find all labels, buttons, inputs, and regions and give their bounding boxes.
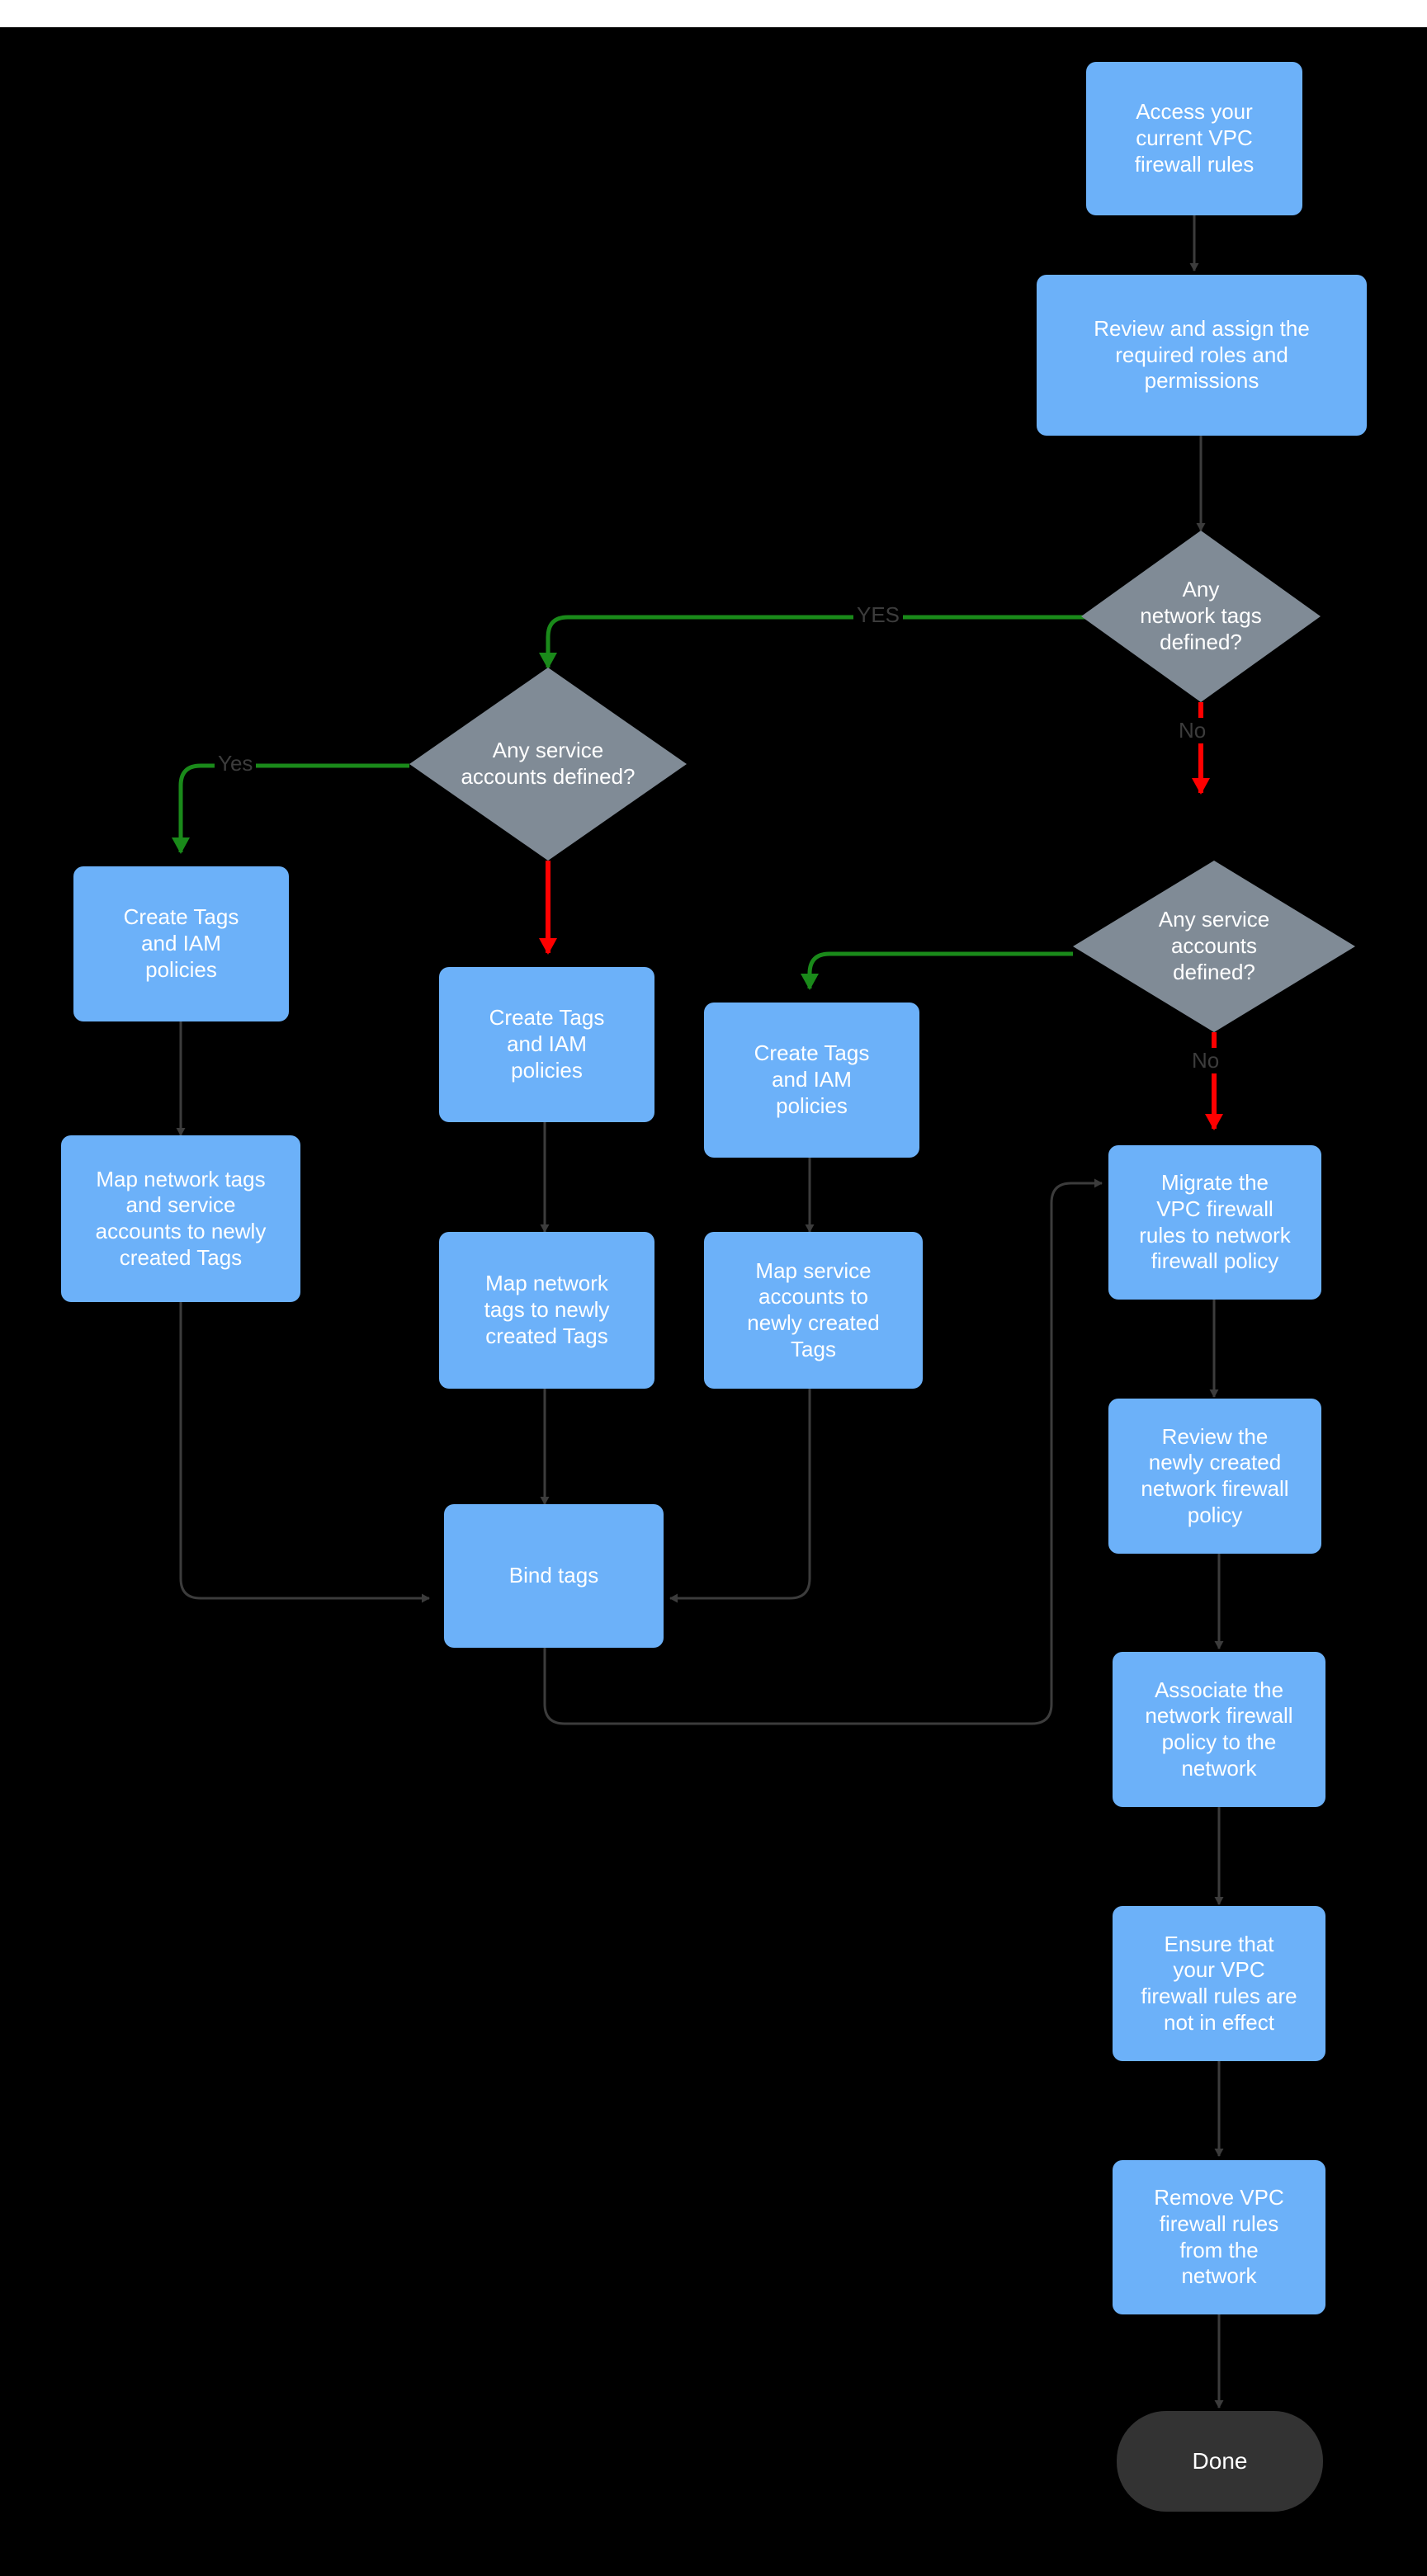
- edge-map-service-to-bind: [669, 1389, 811, 1603]
- edge-label-service-accounts-left-yes: Yes: [215, 751, 257, 776]
- node-decision-service-accounts-left[interactable]: Any service accounts defined?: [409, 668, 687, 861]
- node-bind-tags[interactable]: Bind tags: [444, 1504, 664, 1648]
- node-migrate-vpc-firewall-rules[interactable]: Migrate the VPC firewall rules to networ…: [1108, 1145, 1321, 1300]
- edge-label-service-accounts-right-no: No: [1188, 1048, 1223, 1073]
- node-map-service-accounts[interactable]: Map service accounts to newly created Ta…: [704, 1232, 923, 1389]
- edge-layer: [172, 215, 1224, 2409]
- decision-service-accounts-right-label: Any service accounts defined?: [1158, 907, 1270, 984]
- diamond-shape-icon: [1073, 861, 1355, 1032]
- edge-bind-to-migrate: [543, 1178, 1103, 1725]
- node-create-tags-mid[interactable]: Create Tags and IAM policies: [439, 967, 654, 1122]
- node-create-tags-left[interactable]: Create Tags and IAM policies: [73, 866, 289, 1021]
- node-review-assign-roles[interactable]: Review and assign the required roles and…: [1037, 275, 1367, 436]
- decision-network-tags-label: Any network tags defined?: [1140, 577, 1262, 654]
- flowchart-stage: Access your current VPC firewall rules R…: [0, 27, 1427, 2576]
- node-map-network-tags[interactable]: Map network tags to newly created Tags: [439, 1232, 654, 1389]
- node-done[interactable]: Done: [1117, 2411, 1323, 2512]
- edge-service-accounts-right-yes: [801, 951, 1073, 990]
- edge-network-tags-yes: [539, 615, 1091, 669]
- node-associate-policy-to-network[interactable]: Associate the network firewall policy to…: [1113, 1652, 1325, 1807]
- decision-service-accounts-left-label: Any service accounts defined?: [461, 738, 636, 789]
- edge-map-both-to-bind: [179, 1302, 430, 1603]
- node-decision-network-tags[interactable]: Any network tags defined?: [1081, 531, 1321, 702]
- node-map-network-tags-and-service-accounts[interactable]: Map network tags and service accounts to…: [61, 1135, 300, 1302]
- node-ensure-rules-not-in-effect[interactable]: Ensure that your VPC firewall rules are …: [1113, 1906, 1325, 2061]
- edge-label-network-tags-yes: YES: [853, 602, 904, 628]
- node-access-vpc-firewall-rules[interactable]: Access your current VPC firewall rules: [1086, 62, 1302, 215]
- node-create-tags-mid2[interactable]: Create Tags and IAM policies: [704, 1003, 919, 1158]
- diamond-shape-icon: [409, 668, 687, 861]
- edge-service-accounts-left-yes: [172, 763, 409, 854]
- node-remove-vpc-firewall-rules[interactable]: Remove VPC firewall rules from the netwo…: [1113, 2160, 1325, 2314]
- node-review-newly-created-policy[interactable]: Review the newly created network firewal…: [1108, 1399, 1321, 1554]
- diamond-shape-icon: [1081, 531, 1321, 702]
- node-decision-service-accounts-right[interactable]: Any service accounts defined?: [1073, 861, 1355, 1032]
- edge-label-network-tags-no: No: [1175, 718, 1210, 743]
